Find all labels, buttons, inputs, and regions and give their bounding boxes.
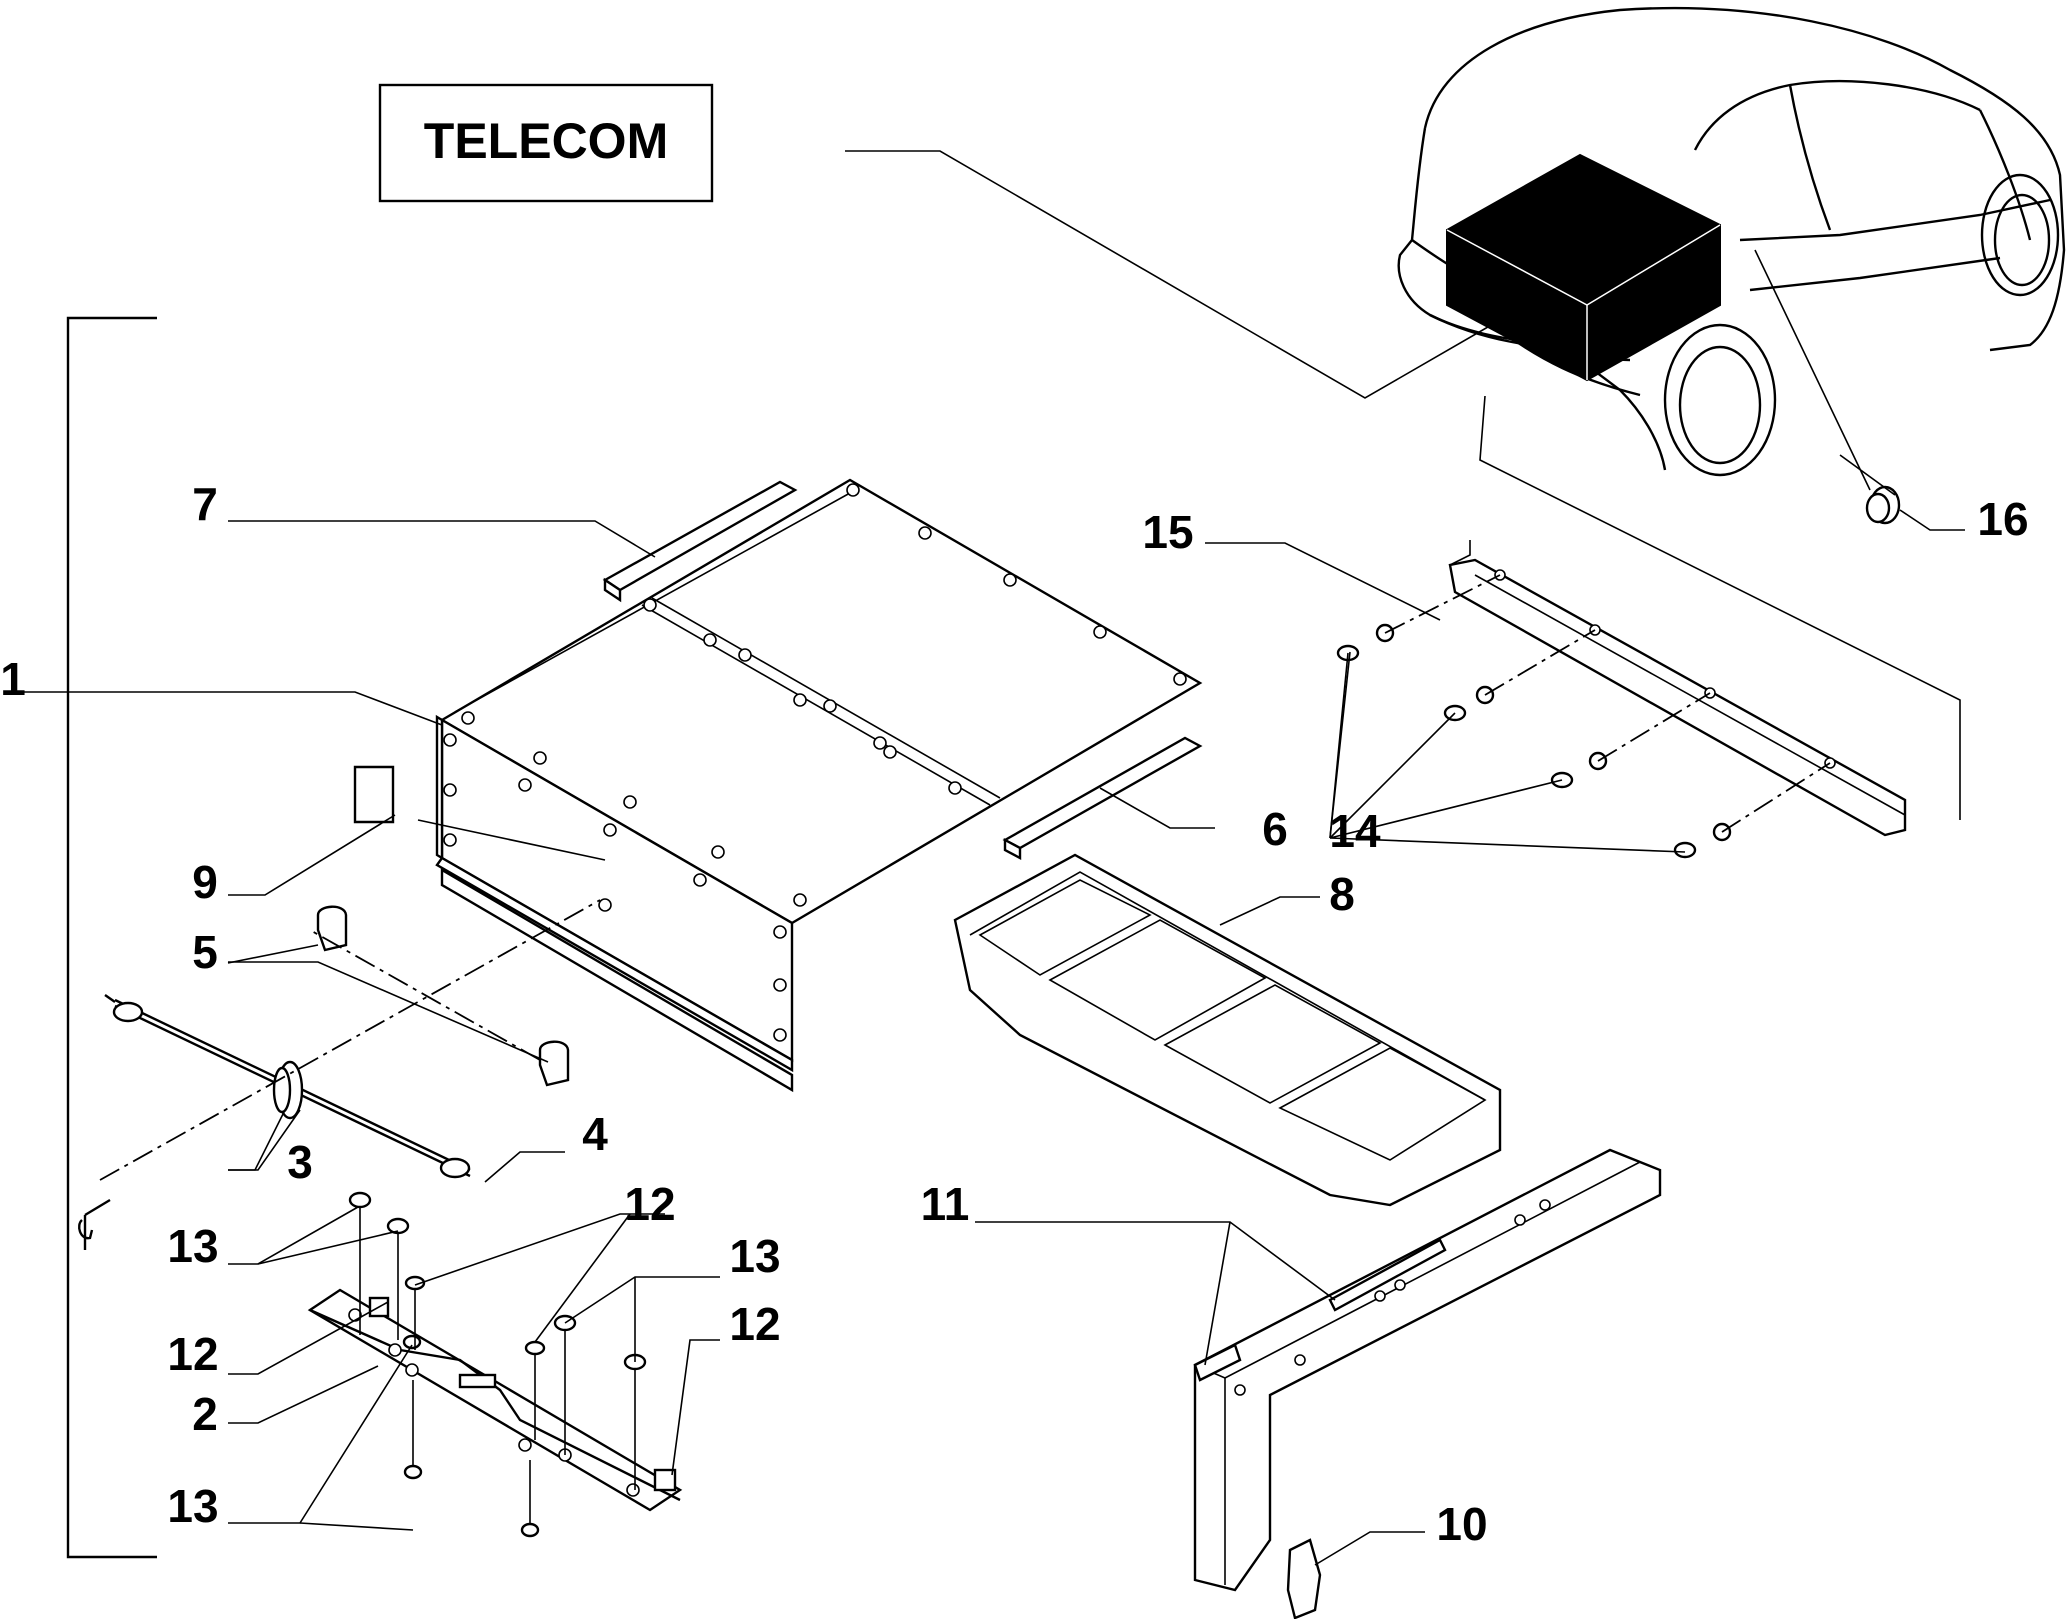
telecom-banner: TELECOM [378, 83, 714, 203]
telecom-banner-text: TELECOM [424, 113, 668, 169]
callout-15: 15 [1142, 506, 1193, 558]
mounting-bracket-2 [307, 1288, 683, 1512]
callout-labels: 1 2 3 4 5 6 7 8 9 10 11 12 12 12 13 13 1… [0, 478, 2028, 1550]
plug-16 [1865, 485, 1901, 525]
floor-panel-assembly [353, 478, 1203, 1093]
vehicle-rear-illustration [1397, 6, 2066, 820]
callout-5: 5 [192, 926, 218, 978]
callout-6: 6 [1262, 803, 1288, 855]
label-plate-9 [353, 765, 395, 824]
callout-7: 7 [192, 478, 218, 530]
callout-9: 9 [192, 856, 218, 908]
screws-14 [1336, 574, 1831, 859]
callout-10: 10 [1436, 1498, 1487, 1550]
callout-13a: 13 [167, 1220, 218, 1272]
callout-13c: 13 [167, 1480, 218, 1532]
callout-11: 11 [921, 1178, 970, 1230]
side-rail-11 [1193, 1148, 1662, 1592]
callout-8: 8 [1329, 868, 1355, 920]
storage-tray-8 [953, 853, 1502, 1207]
plate-10 [1286, 1538, 1322, 1619]
callout-13b: 13 [729, 1230, 780, 1282]
leader-lines [20, 249, 1965, 1566]
fasteners-12-13 [348, 1191, 647, 1538]
callout-2: 2 [192, 1388, 218, 1440]
callout-12a: 12 [624, 1178, 675, 1230]
callout-14: 14 [1329, 805, 1381, 857]
lock-cable-assembly [78, 994, 471, 1250]
callout-3: 3 [287, 1136, 313, 1188]
callout-1: 1 [0, 653, 26, 705]
assembly-bracket-1 [66, 316, 157, 1559]
callout-12c: 12 [729, 1298, 780, 1350]
banner-leader-line [845, 150, 1501, 399]
callout-16: 16 [1977, 493, 2028, 545]
callout-4: 4 [582, 1108, 608, 1160]
callout-12b: 12 [167, 1328, 218, 1380]
